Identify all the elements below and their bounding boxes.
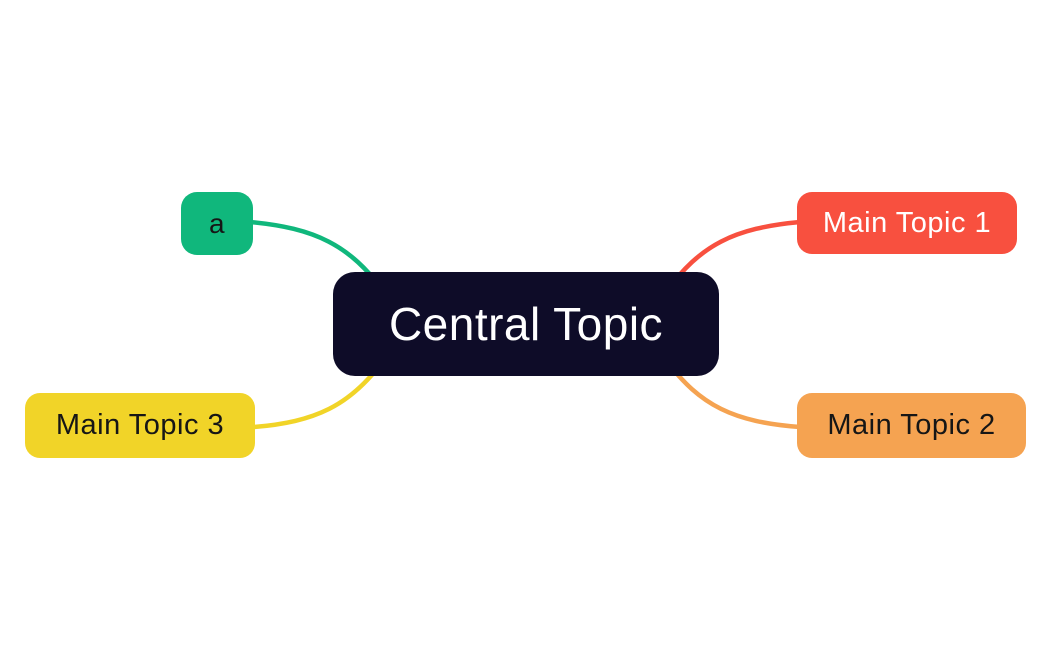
node-central-topic-label: Central Topic — [388, 298, 664, 350]
node-main-topic-2-label: Main Topic 2 — [827, 409, 996, 441]
node-main-topic-3-label: Main Topic 3 — [55, 409, 225, 441]
node-topic-a-label: a — [208, 207, 226, 239]
node-main-topic-2[interactable]: Main Topic 2 — [797, 393, 1026, 458]
node-main-topic-3[interactable]: Main Topic 3 — [25, 393, 255, 458]
node-main-topic-1[interactable]: Main Topic 1 — [797, 192, 1017, 254]
node-main-topic-1-label: Main Topic 1 — [822, 206, 992, 239]
node-central-topic[interactable]: Central Topic — [333, 272, 719, 376]
node-topic-a[interactable]: a — [181, 192, 253, 255]
